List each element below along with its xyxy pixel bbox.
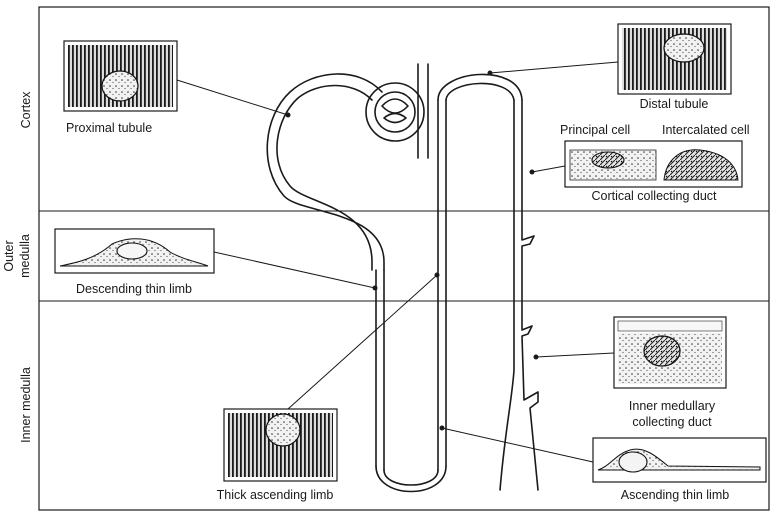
- marker-inner-medullary-collecting-duct: [533, 354, 539, 360]
- label-thick-ascending-limb: Thick ascending limb: [217, 488, 334, 502]
- collecting-duct-segment: [499, 99, 515, 491]
- marker-distal-tubule: [487, 70, 493, 76]
- leader-descending-thin-limb: [213, 251, 376, 289]
- marker-descending-thin-limb: [372, 285, 378, 291]
- label-distal-tubule: Distal tubule: [640, 97, 709, 111]
- zone-label-outer-medulla-line2: medulla: [18, 234, 32, 278]
- label-inner-medullary-line2: collecting duct: [632, 415, 712, 429]
- label-proximal-tubule: Proximal tubule: [66, 121, 152, 135]
- distal-tubule-inset: [617, 23, 732, 95]
- leader-ascending-thin-limb: [441, 427, 594, 463]
- leader-cortical-collecting-duct: [531, 165, 566, 173]
- descending-thin-limb-inset: [54, 228, 215, 274]
- distal-tubule-segment: [437, 73, 523, 101]
- loop-of-henle-bend: [375, 465, 447, 493]
- zone-label-outer-medulla-line1: Outer: [2, 240, 16, 271]
- marker-thick-ascending-limb: [434, 272, 440, 278]
- leader-proximal-tubule: [176, 79, 289, 116]
- diagram-frame: [38, 6, 770, 511]
- glomerulus: [365, 63, 429, 159]
- proximal-tubule-inset: [63, 40, 178, 112]
- nephron-tubule: [266, 63, 539, 493]
- zone-label-cortex: Cortex: [19, 91, 33, 129]
- leader-thick-ascending-limb: [287, 274, 438, 410]
- marker-ascending-thin-limb: [439, 425, 445, 431]
- label-descending-thin-limb: Descending thin limb: [76, 282, 192, 296]
- label-inner-medullary-line1: Inner medullary: [629, 399, 716, 413]
- marker-cortical-collecting-duct: [529, 169, 535, 175]
- leader-inner-medullary-collecting-duct: [535, 352, 615, 358]
- leader-distal-tubule: [489, 61, 619, 74]
- cortical-collecting-duct-inset: [564, 140, 743, 188]
- thick-ascending-limb-inset: [223, 408, 338, 482]
- label-principal-cell: Principal cell: [560, 123, 630, 137]
- zone-label-inner-medulla: Inner medulla: [19, 367, 33, 443]
- proximal-tubule-segment: [276, 84, 373, 271]
- marker-proximal-tubule: [285, 112, 291, 118]
- label-intercalated-cell: Intercalated cell: [662, 123, 750, 137]
- inner-medullary-collecting-duct-inset: [613, 316, 727, 389]
- label-ascending-thin-limb: Ascending thin limb: [621, 488, 729, 502]
- label-cortical-collecting-duct: Cortical collecting duct: [591, 189, 717, 203]
- ascending-thin-limb-inset: [592, 437, 767, 483]
